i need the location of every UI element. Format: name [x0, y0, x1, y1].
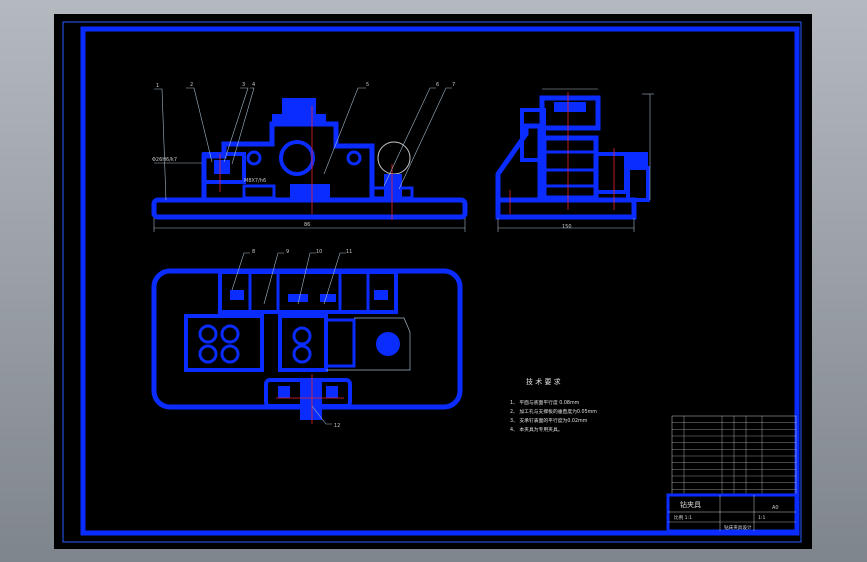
title-block-sheet: A0	[772, 505, 779, 511]
dim-front-width: 86	[304, 222, 310, 228]
balloon-3: 3	[242, 82, 245, 88]
title-block-scale: 1:1	[758, 515, 765, 521]
balloon-1: 1	[156, 83, 159, 89]
front-view	[151, 87, 468, 232]
parts-list	[671, 415, 797, 497]
balloon-2: 2	[190, 82, 193, 88]
title-block-row2: 比例 1:1	[674, 514, 692, 521]
balloon-11: 11	[346, 249, 352, 255]
tech-requirements-title: 技 术 要 求	[526, 377, 561, 386]
title-block-org: 钻床夹具设计	[724, 524, 752, 531]
tech-note-3: 3、 支承钉表面的平行度为0.02mm	[510, 417, 588, 424]
balloon-7: 7	[452, 82, 455, 88]
balloon-10: 10	[316, 249, 322, 255]
balloon-12: 12	[334, 423, 340, 429]
balloon-9: 9	[286, 249, 289, 255]
balloon-5: 5	[366, 82, 369, 88]
drawing-frame	[80, 26, 800, 536]
tech-note-2: 2、 加工孔与支撑板的垂直度为0.05mm	[510, 408, 597, 415]
top-view	[151, 252, 463, 425]
balloon-6: 6	[436, 82, 439, 88]
title-block-name: 钻夹具	[680, 500, 701, 509]
cad-viewport[interactable]: 1 2 3 4 5 6 7 Φ26H6/k7 M8X7/h6 86 150	[54, 14, 812, 549]
outer-sheet-border	[62, 21, 802, 543]
title-block	[666, 493, 798, 533]
side-view	[495, 88, 654, 232]
balloon-8: 8	[252, 249, 255, 255]
dim-side-width: 150	[562, 224, 572, 230]
balloon-4: 4	[252, 82, 255, 88]
dim-fit-left: Φ26H6/k7	[152, 157, 177, 163]
dim-fit-mid: M8X7/h6	[244, 178, 266, 184]
drawing-canvas: 1 2 3 4 5 6 7 Φ26H6/k7 M8X7/h6 86 150	[62, 21, 802, 543]
tech-note-1: 1、 平面与底面平行度 0.08mm	[510, 399, 580, 406]
tech-note-4: 4、 本夹具为专用夹具。	[510, 426, 563, 433]
